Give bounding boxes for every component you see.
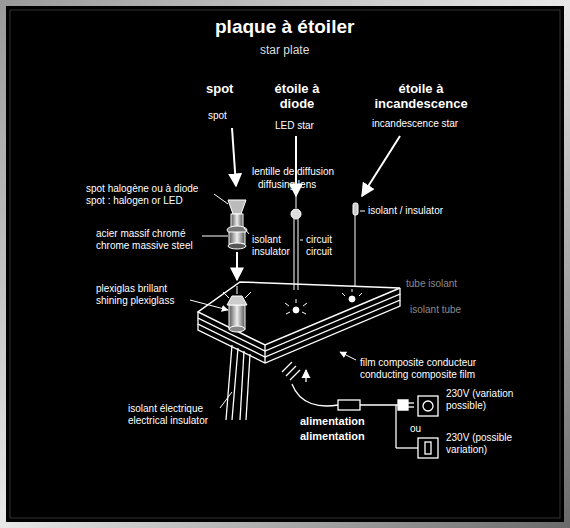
part-label: film composite conducteur [360,357,476,369]
title: plaque à étoiler [215,16,354,38]
part-label-en: electrical insulator [128,415,208,427]
subtitle: star plate [260,44,309,58]
part-label-en: circuit [306,246,332,258]
heading-en: spot [208,110,227,122]
supply-label: alimentation [300,415,365,428]
heading: spot [206,82,233,97]
electrical-insulator [226,345,250,420]
heading: étoile à incandescence [366,82,476,112]
part-label: isolant électrique [128,403,203,415]
part-label-en: conducting composite film [360,369,475,381]
part-label: isolant / insulator [368,205,443,217]
leader-lines [190,194,365,408]
star-plate [198,282,400,363]
part-label-en: chrome massive steel [96,240,193,252]
spot-on-plate [223,286,251,332]
led-star [285,209,307,314]
part-label: plexiglas brillant [96,283,167,295]
heading: étoile à diode [266,82,328,112]
heading-en: LED star [275,120,314,132]
incandescence-star [342,203,362,302]
part-label-en: shining plexiglass [96,295,174,307]
faint-label: tube isolant [406,278,457,290]
part-label: circuit [306,234,332,246]
heading-en: incandescence star [372,118,458,130]
or-label: ou [410,423,421,435]
part-label: lentille de diffusion [252,166,334,178]
part-label-en: spot : halogen or LED [86,195,183,207]
exploded-spot [227,200,247,280]
faint-label: isolant tube [410,304,461,316]
voltage-label: 230V (possible variation) [446,432,530,455]
part-label: acier massif chromé [96,228,185,240]
frame [3,3,567,525]
part-label-en: diffusing lens [258,179,316,191]
supply-label-en: alimentation [300,430,365,443]
part-label: spot halogène ou à diode [86,183,198,195]
voltage-label: 230V (variation possible) [446,388,530,411]
part-label: isolant [252,234,281,246]
heading-arrows [232,128,400,196]
inner-frame [10,10,560,518]
part-label-en: insulator [252,246,290,258]
